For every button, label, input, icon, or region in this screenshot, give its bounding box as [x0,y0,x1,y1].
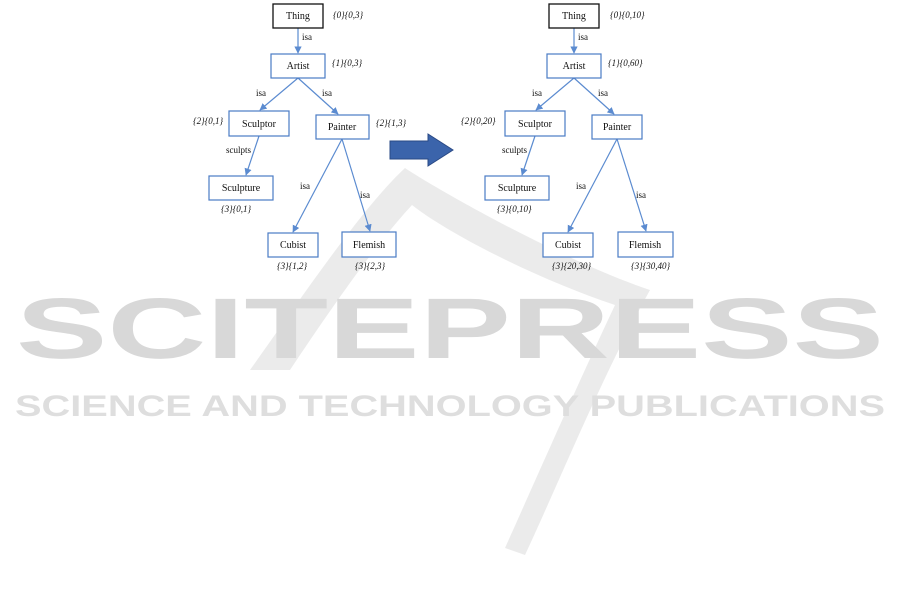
annotation-thing: {0}{0,3} [333,10,364,20]
node-label: Sculpture [222,183,261,194]
node-painter: Painter [591,114,643,140]
edge-artist-sculptor [259,77,299,111]
edge-painter-flemish [341,138,372,232]
node-label: Artist [287,61,310,72]
node-label: Artist [563,61,586,72]
node-cubist: Cubist [542,232,594,258]
edge-label: sculpts [502,145,527,155]
edge-artist-painter [297,77,339,115]
node-artist: Artist [270,53,326,79]
transform-arrow [389,133,454,167]
watermark-title: SCITEPRESS [16,281,884,377]
node-label: Sculptor [242,119,277,130]
edge-artist-sculptor [535,77,575,111]
edge-label: isa [532,88,542,98]
edge-painter-cubist [292,138,343,233]
annotation-artist: {1}{0,3} [332,58,363,68]
annotation-sculptor: {2}{0,20} [461,116,496,126]
edge-label: isa [322,88,332,98]
node-label: Cubist [280,240,306,251]
node-label: Cubist [555,240,581,251]
node-thing: Thing [548,3,600,29]
edge-label: isa [636,190,646,200]
node-cubist: Cubist [267,232,319,258]
node-label: Sculpture [498,183,537,194]
annotation-sculpture: {3}{0,10} [497,204,532,214]
node-artist: Artist [546,53,602,79]
node-painter: Painter [315,114,370,140]
annotation-sculpture: {3}{0,1} [221,204,252,214]
node-label: Painter [328,122,357,133]
annotation-flemish: {3}{30,40} [631,261,671,271]
edge-sculptor-sculpture [244,135,260,176]
edge-painter-flemish [616,138,648,232]
left-tree-edges [244,28,372,233]
node-thing: Thing [272,3,324,29]
edge-label: isa [578,32,588,42]
node-sculpture: Sculpture [484,175,550,201]
node-label: Painter [603,122,632,133]
annotation-artist: {1}{0,60} [608,58,643,68]
edge-label: isa [598,88,608,98]
edge-painter-cubist [567,138,618,233]
annotation-sculptor: {2}{0,1} [193,116,224,126]
node-label: Thing [562,11,586,22]
watermark: SCITEPRESS SCIENCE AND TECHNOLOGY PUBLIC… [15,168,885,555]
edge-label: isa [300,181,310,191]
node-sculptor: Sculptor [228,110,290,137]
annotation-thing: {0}{0,10} [610,10,645,20]
node-label: Thing [286,11,310,22]
annotation-flemish: {3}{2,3} [355,261,386,271]
node-sculpture: Sculpture [208,175,274,201]
edge-sculptor-sculpture [520,135,536,176]
edge-label: sculpts [226,145,251,155]
node-sculptor: Sculptor [504,110,566,137]
edge-artist-painter [573,77,615,115]
node-flemish: Flemish [617,231,674,258]
annotation-painter: {2}{1,3} [376,118,407,128]
left-tree: isa isa isa sculpts isa isa Thing Artist… [193,3,407,271]
annotation-cubist: {3}{20,30} [552,261,592,271]
edge-label: isa [576,181,586,191]
edge-label: isa [360,190,370,200]
node-flemish: Flemish [341,231,397,258]
edge-label: isa [302,32,312,42]
node-label: Flemish [353,240,385,251]
watermark-logo-swoosh [250,168,650,555]
right-tree-edges [520,28,648,233]
right-tree: isa isa isa sculpts isa isa Thing Artist… [461,3,674,271]
watermark-subtitle: SCIENCE AND TECHNOLOGY PUBLICATIONS [15,390,885,423]
node-label: Sculptor [518,119,553,130]
annotation-cubist: {3}{1,2} [277,261,308,271]
edge-label: isa [256,88,266,98]
node-label: Flemish [629,240,661,251]
